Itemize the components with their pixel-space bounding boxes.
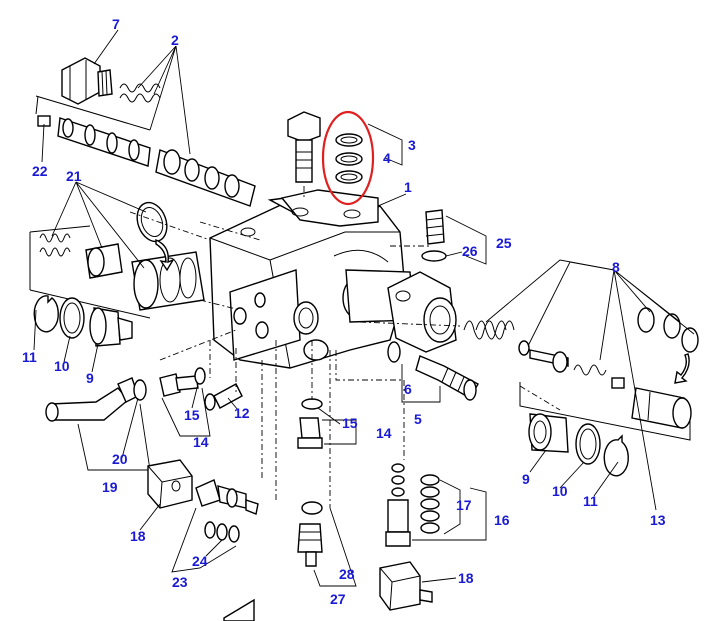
part-10-ring-right xyxy=(575,423,601,465)
label-16: 16 xyxy=(494,512,510,528)
bracket-14a xyxy=(161,387,211,437)
label-26: 26 xyxy=(462,243,478,259)
label-8: 8 xyxy=(612,259,620,275)
bracket-27 xyxy=(313,507,357,587)
part-8-cap xyxy=(611,377,625,389)
part-20-oring xyxy=(133,379,147,401)
part-5-elbow xyxy=(415,355,479,401)
label-19: 19 xyxy=(102,479,118,495)
arrow-assembly-right xyxy=(674,353,690,384)
arrow-assembly-left xyxy=(155,238,175,272)
bracket-19 xyxy=(77,403,151,471)
part-24-orings xyxy=(204,521,240,543)
part-10-ring-left xyxy=(59,297,85,339)
part-11-circlip-right xyxy=(603,434,629,477)
label-4: 4 xyxy=(383,150,391,166)
label-6: 6 xyxy=(404,381,412,397)
part-15-washer-b xyxy=(301,398,323,410)
label-11-right: 11 xyxy=(583,493,598,509)
label-7: 7 xyxy=(112,16,120,32)
label-20: 20 xyxy=(112,451,128,467)
label-9-right: 9 xyxy=(522,471,530,487)
label-9-left: 9 xyxy=(86,370,94,386)
label-12: 12 xyxy=(234,405,250,421)
part-12-fitting xyxy=(204,383,243,411)
part-21-oring xyxy=(136,201,168,243)
bracket-14b xyxy=(322,419,357,445)
label-3: 3 xyxy=(408,137,416,153)
label-10-left: 10 xyxy=(54,358,70,374)
label-14-left: 14 xyxy=(193,434,209,450)
bracket-16-17 xyxy=(412,479,487,541)
label-11-left: 11 xyxy=(22,349,37,365)
label-15-left: 15 xyxy=(184,407,200,423)
center-lines xyxy=(129,186,561,508)
bracket-3-4 xyxy=(367,123,403,166)
housing-right-port xyxy=(387,271,457,353)
label-1: 1 xyxy=(404,179,412,195)
label-21: 21 xyxy=(66,168,82,184)
highlight-circle-part-4 xyxy=(321,110,375,206)
label-15-center: 15 xyxy=(342,415,358,431)
part-7-plug xyxy=(61,57,113,105)
part-15-washer-a xyxy=(194,367,206,385)
part-23-valve-cartridge xyxy=(195,479,259,515)
label-17: 17 xyxy=(456,497,472,513)
part-8-small-ring xyxy=(518,340,530,356)
part-4-seal-rings xyxy=(335,133,363,184)
label-14-center: 14 xyxy=(376,425,392,441)
label-2: 2 xyxy=(171,32,179,48)
part-9-plug-right xyxy=(528,413,569,453)
bracket-23-24 xyxy=(171,507,237,573)
part-labels: 7 2 3 4 22 21 1 25 26 8 11 10 9 6 15 12 … xyxy=(22,16,666,607)
spool-assembly-box xyxy=(35,95,151,131)
part-1-valve-housing xyxy=(209,189,415,369)
part-26-oring xyxy=(421,250,447,262)
part-8-end-plug xyxy=(631,387,692,429)
partial-symbol-bottom xyxy=(223,598,255,621)
bracket-5-6 xyxy=(401,364,441,403)
label-13: 13 xyxy=(650,512,666,528)
label-28: 28 xyxy=(339,566,355,582)
part-16-cartridge xyxy=(385,463,411,547)
part-11-circlip-left xyxy=(33,295,59,333)
part-6-oring xyxy=(387,341,401,363)
part-21-springs xyxy=(39,233,205,311)
label-24: 24 xyxy=(192,553,208,569)
part-8-spring-right xyxy=(463,320,515,340)
label-18-left: 18 xyxy=(130,528,146,544)
label-18-right: 18 xyxy=(458,570,474,586)
part-8-spool-disc xyxy=(552,351,568,373)
label-22: 22 xyxy=(32,163,48,179)
part-9-plug-left xyxy=(89,307,133,347)
part-28-oring xyxy=(301,501,323,515)
part-14-bolt-b xyxy=(297,417,323,449)
leader-lines xyxy=(33,29,695,583)
part-18-solenoid-right xyxy=(379,561,433,611)
label-10-right: 10 xyxy=(552,483,568,499)
bracket-25 xyxy=(445,215,487,265)
part-18-solenoid-left xyxy=(147,459,193,509)
part-14-bolt-a xyxy=(159,373,199,397)
label-5: 5 xyxy=(414,411,422,427)
label-23: 23 xyxy=(172,574,188,590)
part-8-spring-small xyxy=(573,364,607,376)
part-2-spring xyxy=(119,83,161,103)
part-27-fitting xyxy=(297,523,323,567)
assembly-box-left xyxy=(29,225,151,319)
part-17-orings xyxy=(420,474,440,534)
part-25-fitting xyxy=(425,209,445,245)
spool-assembly-upper xyxy=(37,115,256,207)
label-25: 25 xyxy=(496,235,512,251)
part-3-banjo-bolt xyxy=(287,111,321,183)
part-19-hose-elbow xyxy=(45,377,139,422)
assembly-box-right xyxy=(519,382,691,441)
label-27: 27 xyxy=(330,591,346,607)
